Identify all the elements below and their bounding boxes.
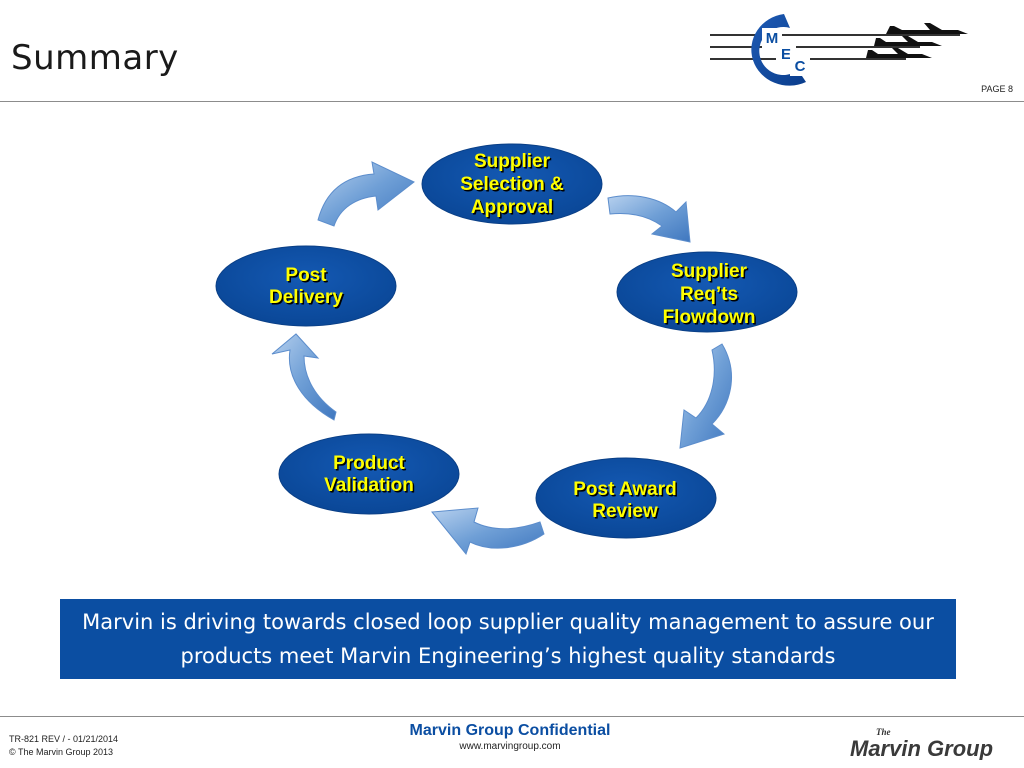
doc-revision: TR-821 REV / - 01/21/2014 (9, 734, 119, 744)
node-label-line: Req’ts (680, 284, 738, 305)
marvin-group-logo: The Marvin Group (850, 727, 993, 760)
node-label-shadow: Product (335, 455, 407, 476)
summary-callout: Marvin is driving towards closed loop su… (60, 599, 956, 679)
node-label-shadow: Supplier (475, 153, 552, 174)
node-label-line: Post Award (573, 479, 676, 500)
footer-doc-info: TR-821 REV / - 01/21/2014 © The Marvin G… (9, 733, 118, 759)
mec-logo: M E C (710, 14, 968, 86)
node-label-line: Post (285, 265, 327, 286)
node-label-line: Delivery (269, 287, 343, 308)
node-label-line: Product (333, 453, 405, 474)
node-label-shadow: Validation (326, 477, 416, 498)
node-label-shadow: Req’ts (681, 286, 739, 307)
node-label-line: Validation (324, 475, 414, 496)
footer-center: Marvin Group Confidential www.marvingrou… (360, 722, 660, 752)
cycle-arrow-5 (271, 333, 337, 421)
logo-letter-m: M (766, 30, 779, 47)
cycle-arrow-1 (317, 161, 415, 227)
node-label-line: Review (592, 501, 658, 522)
confidential-label: Marvin Group Confidential (409, 722, 611, 739)
cycle-arrow-2 (607, 195, 691, 243)
node-label-line: Supplier (474, 151, 551, 172)
node-label-shadow: Selection & (462, 176, 566, 197)
node-label-line: Supplier (671, 261, 748, 282)
node-label-shadow: Delivery (271, 289, 345, 310)
page-title: Summary (11, 38, 179, 78)
cycle-arrow-3 (679, 343, 732, 449)
copyright: © The Marvin Group 2013 (9, 747, 114, 757)
summary-callout-text: Marvin is driving towards closed loop su… (82, 610, 934, 668)
header-divider (0, 101, 1024, 102)
logo-small-text: The (876, 727, 891, 737)
node-label-shadow: Supplier (672, 263, 749, 284)
node-label-shadow: Approval (472, 199, 554, 220)
node-label-line: Approval (471, 197, 553, 218)
node-label-shadow: Flowdown (664, 309, 757, 330)
cycle-arrow-4 (431, 507, 545, 556)
logo-main-text: Marvin Group (850, 736, 993, 760)
node-label-line: Flowdown (663, 307, 756, 328)
page-number: PAGE 8 (981, 84, 1013, 94)
logo-letter-e: E (781, 46, 791, 63)
node-label-shadow: Review (594, 503, 660, 524)
jet-icon (866, 23, 968, 58)
node-label-shadow: Post (287, 267, 329, 288)
node-label-shadow: Post Award (575, 481, 678, 502)
website-link[interactable]: www.marvingroup.com (459, 741, 561, 752)
node-label-line: Selection & (460, 174, 564, 195)
footer-divider (0, 716, 1024, 717)
logo-letter-c: C (795, 58, 806, 75)
